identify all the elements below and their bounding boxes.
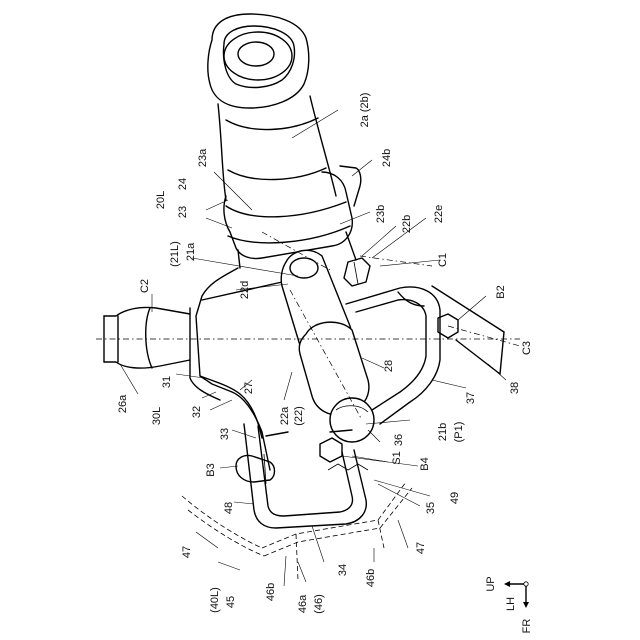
label-22: (22)	[293, 406, 305, 426]
label-C2: C2	[139, 279, 151, 293]
label-40L: (40L)	[209, 587, 221, 613]
arrow-up-icon	[504, 581, 510, 587]
label-46a: 46a	[297, 594, 309, 613]
label-21a: 21a	[185, 242, 197, 261]
label-B3: B3	[205, 463, 217, 476]
label-C1: C1	[437, 253, 449, 267]
label-22a: 22a	[279, 406, 291, 425]
orientation-lh: LH	[505, 597, 517, 611]
label-S1: S1	[391, 451, 403, 464]
label-32: 32	[191, 406, 203, 418]
label-36: 36	[393, 434, 405, 446]
label-22b: 22b	[401, 215, 413, 233]
handle-holder	[224, 166, 361, 268]
label-46b-right: 46b	[365, 569, 377, 587]
label-23b: 23b	[375, 205, 387, 223]
label-33: 33	[219, 428, 231, 440]
cover-outline	[182, 482, 412, 580]
lh-out-of-page-icon	[524, 582, 528, 586]
label-B4: B4	[419, 457, 431, 470]
label-38: 38	[509, 382, 521, 394]
label-47-right: 47	[415, 542, 427, 554]
label-21L: (21L)	[169, 241, 181, 267]
label-B2: B2	[495, 285, 507, 298]
orientation-indicator: UP LH FR	[485, 576, 533, 633]
label-48: 48	[223, 502, 235, 514]
bracket-arm	[346, 286, 504, 424]
orientation-fr: FR	[521, 619, 533, 634]
label-30L: 30L	[151, 407, 163, 425]
bar-end-grip	[104, 307, 190, 368]
label-46: (46)	[313, 594, 325, 614]
label-21b: 21b	[437, 423, 449, 441]
orientation-up: UP	[485, 576, 497, 591]
label-23a: 23a	[197, 148, 209, 167]
label-26a: 26a	[117, 394, 129, 413]
label-37: 37	[465, 392, 477, 404]
label-24b: 24b	[381, 149, 393, 167]
label-31: 31	[161, 376, 173, 388]
label-28: 28	[383, 360, 395, 372]
label-35: 35	[425, 502, 437, 514]
label-C3: C3	[521, 341, 533, 355]
label-27: 27	[243, 382, 255, 394]
label-49: 49	[449, 492, 461, 504]
label-24: 24	[177, 178, 189, 190]
label-34: 34	[337, 564, 349, 576]
label-46b-left: 46b	[265, 583, 277, 601]
label-P1: (P1)	[453, 422, 465, 443]
label-23: 23	[177, 206, 189, 218]
label-22e: 22e	[433, 205, 445, 223]
label-47-left: 47	[181, 546, 193, 558]
label-2a: 2a (2b)	[359, 93, 371, 128]
label-20L: 20L	[155, 191, 167, 209]
label-45: 45	[225, 596, 237, 608]
label-22d: 22d	[239, 281, 251, 299]
handle-grip	[208, 14, 336, 200]
arrow-fr-icon	[523, 602, 529, 608]
